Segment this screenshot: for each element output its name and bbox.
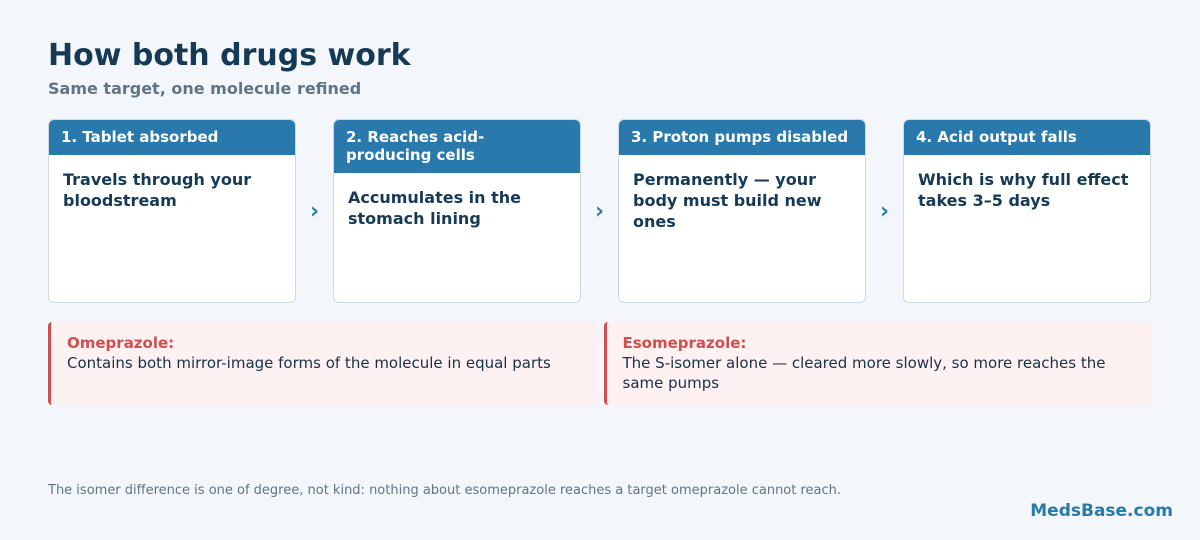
step-body: Accumulates in the stomach lining	[348, 188, 522, 228]
chevron-right-icon: ›	[309, 198, 320, 224]
chevron-right-icon: ›	[594, 198, 605, 224]
step-body: Which is why full effect takes 3–5 days	[918, 170, 1129, 210]
brand-logo-text: MedsBase.com	[1030, 501, 1173, 521]
step-heading: 1. Tablet absorbed	[49, 120, 295, 155]
step-card-1: 1. Tablet absorbed Travels through your …	[48, 119, 296, 303]
process-steps: 1. Tablet absorbed Travels through your …	[48, 119, 1152, 303]
drug-name: Esomeprazole:	[622, 334, 747, 352]
page-title: How both drugs work	[48, 38, 411, 73]
step-card-2: 2. Reaches acid-producing cells Accumula…	[333, 119, 581, 303]
drug-description: The S-isomer alone — cleared more slowly…	[622, 354, 1106, 392]
step-body: Travels through your bloodstream	[63, 170, 252, 210]
drug-comparison: Omeprazole: Contains both mirror-image f…	[48, 322, 1152, 405]
comparison-box-omeprazole: Omeprazole: Contains both mirror-image f…	[48, 322, 597, 405]
comparison-box-esomeprazole: Esomeprazole: The S-isomer alone — clear…	[603, 322, 1152, 405]
step-heading: 4. Acid output falls	[904, 120, 1150, 155]
page-subtitle: Same target, one molecule refined	[48, 79, 362, 98]
step-heading: 2. Reaches acid-producing cells	[334, 120, 580, 173]
step-card-4: 4. Acid output falls Which is why full e…	[903, 119, 1151, 303]
step-card-3: 3. Proton pumps disabled Permanently — y…	[618, 119, 866, 303]
drug-name: Omeprazole:	[67, 334, 175, 352]
step-heading: 3. Proton pumps disabled	[619, 120, 865, 155]
footnote: The isomer difference is one of degree, …	[48, 483, 842, 498]
drug-description: Contains both mirror-image forms of the …	[67, 354, 551, 372]
chevron-right-icon: ›	[879, 198, 890, 224]
step-body: Permanently — your body must build new o…	[633, 170, 822, 231]
